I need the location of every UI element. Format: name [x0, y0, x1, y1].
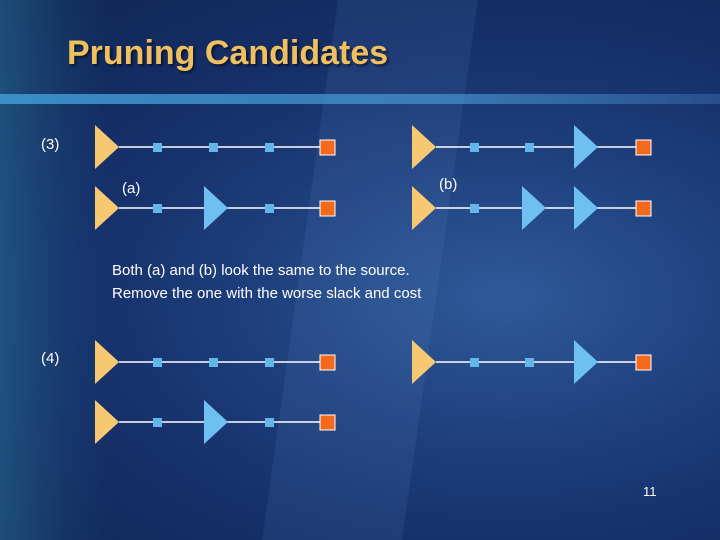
- step-4-label: (4): [41, 350, 60, 367]
- candidate-3-top-left: [95, 125, 336, 169]
- sink: [635, 139, 652, 156]
- wire-node: [153, 204, 162, 213]
- wire-node: [525, 358, 534, 367]
- slide-title: Pruning Candidates: [67, 34, 389, 72]
- sink: [319, 200, 336, 217]
- sink: [635, 200, 652, 217]
- candidate-3-top-right: [412, 125, 652, 169]
- wire-node: [209, 358, 218, 367]
- explanation-line-2: Remove the one with the worse slack and …: [112, 285, 422, 302]
- source-driver: [412, 340, 436, 384]
- candidate-b: [412, 186, 652, 230]
- sink: [319, 139, 336, 156]
- sink: [319, 414, 336, 431]
- wire-node: [209, 143, 218, 152]
- wire-node: [265, 358, 274, 367]
- source-driver: [95, 186, 119, 230]
- option-a-label: (a): [122, 180, 141, 197]
- sink: [319, 354, 336, 371]
- title-underline-bar: [0, 94, 720, 104]
- buffer: [522, 186, 546, 230]
- buffer: [574, 125, 598, 169]
- source-driver: [412, 186, 436, 230]
- page-number: 11: [643, 484, 657, 499]
- buffer: [204, 186, 228, 230]
- source-driver: [95, 400, 119, 444]
- step-3-label: (3): [41, 136, 60, 153]
- wire-node: [153, 143, 162, 152]
- wire-node: [470, 358, 479, 367]
- sink: [635, 354, 652, 371]
- candidate-a: [95, 186, 336, 230]
- wire-node: [470, 204, 479, 213]
- buffer: [204, 400, 228, 444]
- buffer: [574, 186, 598, 230]
- source-driver: [95, 340, 119, 384]
- wire-node: [265, 418, 274, 427]
- wire-node: [525, 143, 534, 152]
- wire-node: [153, 358, 162, 367]
- option-b-label: (b): [439, 176, 458, 193]
- wire-node: [470, 143, 479, 152]
- wire-node: [265, 143, 274, 152]
- candidate-4-top-left: [95, 340, 336, 384]
- wire-node: [153, 418, 162, 427]
- background-glow: [0, 0, 110, 540]
- source-driver: [95, 125, 119, 169]
- buffer: [574, 340, 598, 384]
- source-driver: [412, 125, 436, 169]
- wire-node: [265, 204, 274, 213]
- candidate-4-top-right: [412, 340, 652, 384]
- candidate-4-bottom-left: [95, 400, 336, 444]
- explanation-line-1: Both (a) and (b) look the same to the so…: [112, 262, 410, 279]
